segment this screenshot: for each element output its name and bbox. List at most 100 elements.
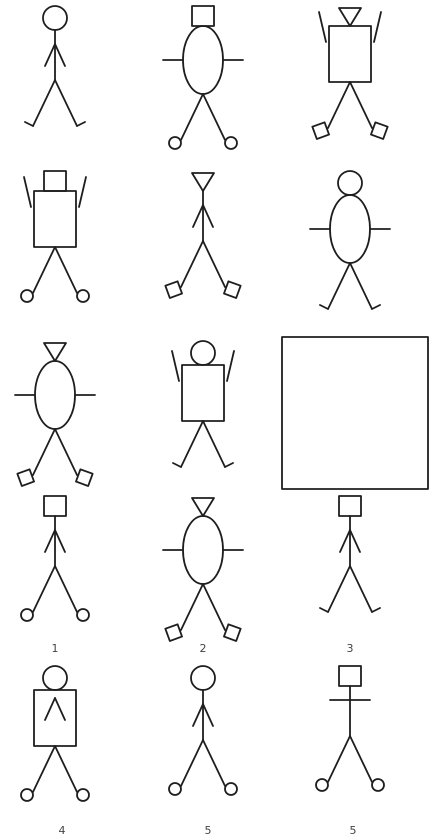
figure-12 (320, 496, 380, 612)
leg-right (203, 421, 225, 467)
leg-right (55, 80, 77, 126)
foot-circle-left (316, 779, 328, 791)
arm-right (55, 530, 65, 552)
leg-right (350, 736, 372, 782)
foot-circle-right (225, 137, 237, 149)
leg-left (328, 736, 350, 782)
arm-left (172, 351, 179, 381)
arm-right (227, 351, 234, 381)
foot-line-left (320, 305, 328, 309)
figure-8 (172, 341, 234, 467)
head-circle (43, 6, 67, 30)
foot-square-left (165, 624, 182, 641)
foot-square-right (371, 122, 388, 139)
foot-square-left (312, 122, 329, 139)
head-triangle (44, 343, 66, 361)
head-square (339, 666, 361, 686)
foot-line-left (320, 608, 328, 612)
figure-14 (169, 666, 237, 795)
arm-left (340, 530, 350, 552)
arm-left (45, 530, 55, 552)
leg-right (55, 746, 77, 792)
body-oval (183, 516, 223, 584)
leg-right (55, 247, 77, 293)
leg-left (33, 566, 55, 612)
arm-left (45, 698, 55, 720)
arm-right (55, 698, 65, 720)
foot-circle-left (169, 783, 181, 795)
figure-4 (21, 171, 89, 302)
option-label-2: 2 (200, 642, 207, 655)
figure-10 (21, 496, 89, 621)
arm-left (45, 44, 55, 66)
head-circle (191, 666, 215, 690)
leg-right (55, 566, 77, 612)
arm-left (193, 205, 203, 227)
foot-circle-left (21, 789, 33, 801)
leg-right (350, 82, 372, 128)
foot-circle-left (169, 137, 181, 149)
head-square (192, 6, 214, 26)
head-square (44, 171, 66, 191)
foot-circle-right (77, 789, 89, 801)
figure-7 (15, 343, 95, 486)
head-circle (338, 171, 362, 195)
foot-square-right (224, 624, 241, 641)
leg-right (203, 584, 225, 630)
leg-left (33, 247, 55, 293)
arm-right (55, 44, 65, 66)
arm-right (203, 704, 213, 726)
option-label-6: 5 (350, 824, 357, 837)
figure-13 (21, 666, 89, 801)
figure-11 (163, 498, 243, 641)
leg-right (203, 94, 225, 140)
body-oval (183, 26, 223, 94)
leg-left (33, 429, 55, 475)
foot-square-left (17, 469, 34, 486)
foot-line-right (77, 122, 85, 126)
option-label-4: 4 (59, 824, 66, 837)
figure-3 (312, 8, 387, 139)
foot-square-right (224, 281, 241, 298)
foot-line-left (25, 122, 33, 126)
leg-left (181, 241, 203, 287)
figure-5 (165, 173, 240, 298)
arm-right (203, 205, 213, 227)
arm-left (193, 704, 203, 726)
arm-right (79, 177, 86, 207)
foot-line-right (372, 305, 380, 309)
leg-right (203, 241, 225, 287)
figure-1 (25, 6, 85, 126)
blank-answer-box (282, 337, 428, 489)
leg-left (181, 584, 203, 630)
figure-15 (316, 666, 384, 791)
foot-square-right (76, 469, 93, 486)
foot-line-right (372, 608, 380, 612)
foot-circle-left (21, 290, 33, 302)
leg-right (350, 566, 372, 612)
leg-left (33, 80, 55, 126)
head-circle (43, 666, 67, 690)
foot-circle-right (77, 609, 89, 621)
leg-left (181, 421, 203, 467)
leg-right (55, 429, 77, 475)
body-rect (34, 191, 76, 247)
body-rect (329, 26, 371, 82)
head-square (44, 496, 66, 516)
foot-square-left (165, 281, 182, 298)
figure-2 (163, 6, 243, 149)
head-square (339, 496, 361, 516)
foot-circle-right (225, 783, 237, 795)
leg-left (328, 82, 350, 128)
leg-left (328, 566, 350, 612)
head-triangle (192, 498, 214, 516)
head-triangle (339, 8, 361, 26)
arm-left (319, 12, 326, 42)
leg-left (328, 263, 350, 309)
head-circle (191, 341, 215, 365)
head-triangle (192, 173, 214, 191)
leg-right (350, 263, 372, 309)
body-oval (35, 361, 75, 429)
